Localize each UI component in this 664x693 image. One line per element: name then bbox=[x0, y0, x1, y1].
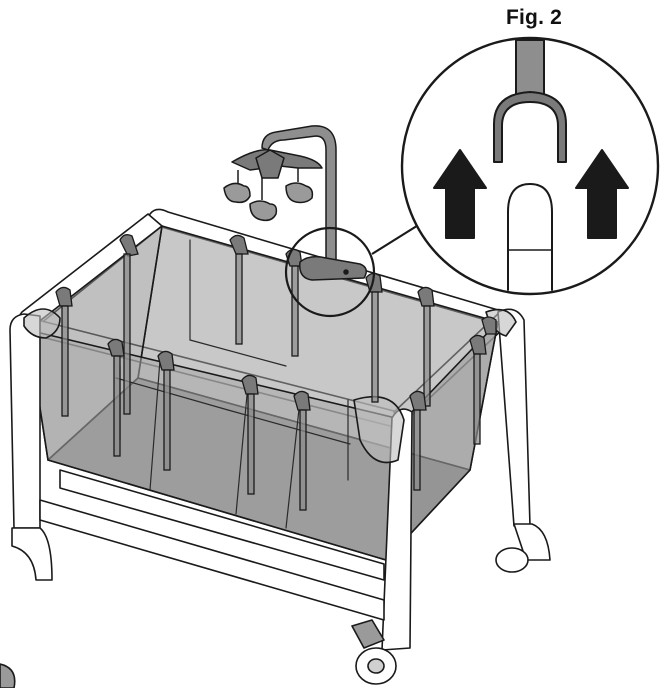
zoomed-detail bbox=[433, 39, 629, 291]
mount-peg bbox=[507, 183, 553, 291]
clip bbox=[55, 286, 73, 417]
clip bbox=[409, 390, 427, 491]
mobile-toy bbox=[223, 168, 314, 222]
legs bbox=[9, 308, 551, 651]
mesh-walls bbox=[27, 225, 499, 561]
clip bbox=[119, 234, 139, 415]
arrow-up-icon bbox=[433, 149, 487, 239]
wheel-front-left-partial bbox=[0, 663, 16, 689]
detail-circle-small bbox=[284, 226, 376, 318]
clip bbox=[107, 338, 125, 457]
corner-pads bbox=[23, 308, 517, 464]
clip bbox=[157, 350, 175, 471]
clip bbox=[365, 272, 383, 403]
clip bbox=[481, 316, 497, 335]
rail-clips bbox=[55, 234, 497, 511]
clip bbox=[241, 374, 259, 495]
clip bbox=[417, 286, 435, 407]
clip bbox=[293, 390, 311, 511]
clip bbox=[229, 234, 249, 345]
floor-dividers bbox=[115, 359, 351, 529]
arm-stem bbox=[515, 39, 545, 95]
wheels bbox=[351, 547, 529, 685]
playard bbox=[0, 208, 551, 689]
crib-mobile-icon bbox=[223, 125, 367, 281]
arm-fork bbox=[493, 91, 567, 163]
wheel-back-right bbox=[495, 547, 529, 573]
callout-connector bbox=[371, 223, 421, 255]
arrow-up-icon bbox=[575, 149, 629, 239]
figure-label: Fig. 2 bbox=[506, 6, 563, 29]
brake-pedal bbox=[351, 619, 385, 649]
clip bbox=[469, 334, 487, 445]
